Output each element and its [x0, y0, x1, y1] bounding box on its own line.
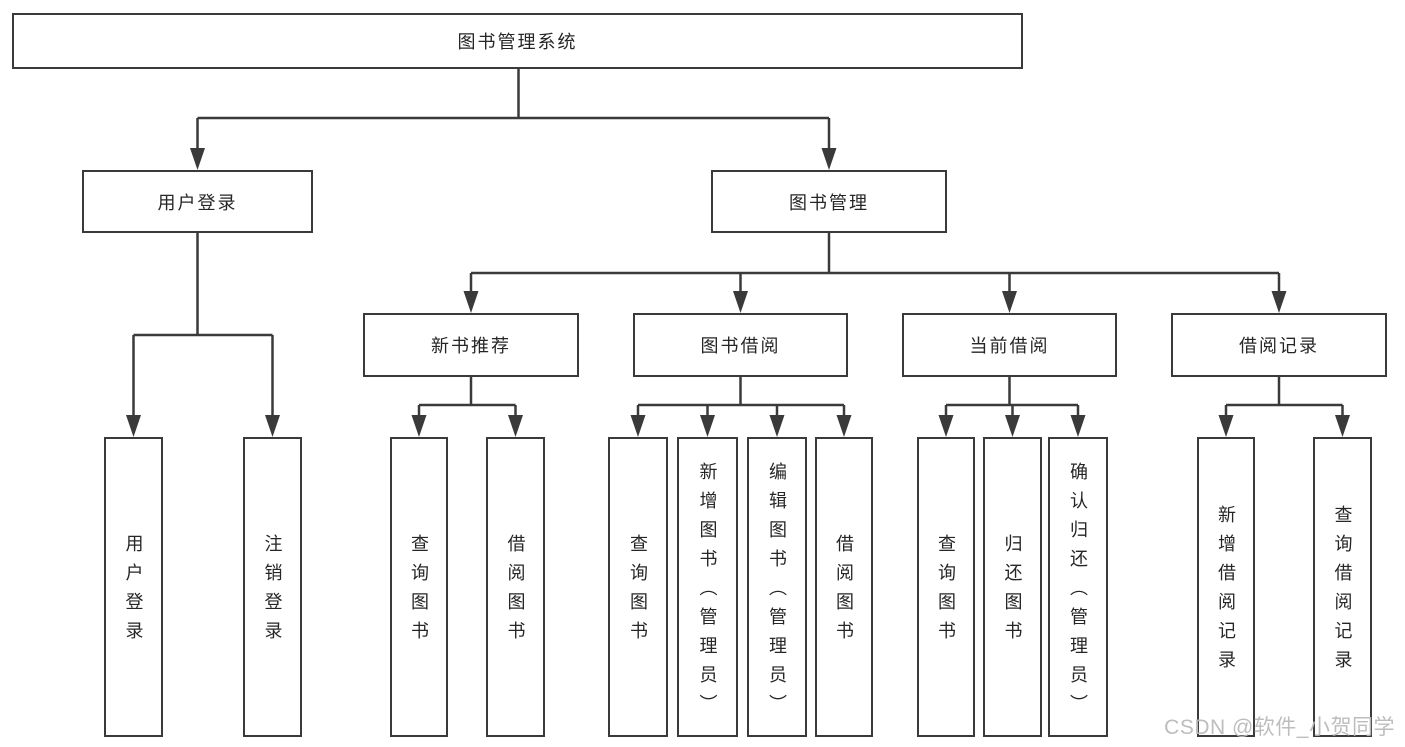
node-label: 新增图书（管理员） [697, 461, 718, 723]
node-label: 图书管理 [789, 192, 869, 213]
node-label: 查询图书 [936, 534, 956, 650]
node-book-borrowing: 图书借阅 [633, 313, 848, 377]
leaf-query-book-current: 查询图书 [917, 437, 975, 737]
node-label: 查询借阅记录 [1332, 505, 1353, 679]
node-label: 确认归还（管理员） [1068, 461, 1088, 723]
node-label: 用户登录 [123, 534, 144, 650]
leaf-logout: 注销登录 [243, 437, 302, 737]
leaf-query-book-borrowing: 查询图书 [608, 437, 668, 737]
node-label: 图书借阅 [700, 336, 781, 356]
arrowheads [126, 148, 1350, 437]
node-root-system: 图书管理系统 [12, 13, 1023, 69]
leaf-borrow-book-recommend: 借阅图书 [486, 437, 545, 737]
node-label: 查询图书 [628, 534, 648, 650]
leaf-user-login: 用户登录 [104, 437, 163, 737]
node-label: 新书推荐 [431, 336, 511, 356]
node-user-login: 用户登录 [82, 170, 313, 233]
node-label: 注销登录 [262, 534, 283, 650]
node-label: 查询图书 [409, 534, 429, 650]
leaf-add-borrow-record: 新增借阅记录 [1197, 437, 1255, 737]
node-label: 归还图书 [1002, 534, 1023, 650]
node-label: 借阅图书 [505, 534, 526, 650]
node-label: 借阅图书 [834, 534, 854, 650]
leaf-query-borrow-record: 查询借阅记录 [1313, 437, 1372, 737]
node-label: 图书管理系统 [457, 32, 578, 52]
leaf-confirm-return-admin: 确认归还（管理员） [1048, 437, 1108, 737]
node-label: 新增借阅记录 [1216, 505, 1236, 679]
node-label: 用户登录 [157, 192, 238, 213]
leaf-query-book-recommend: 查询图书 [390, 437, 448, 737]
node-borrowing-records: 借阅记录 [1171, 313, 1387, 377]
node-label: 借阅记录 [1239, 336, 1319, 356]
leaf-return-book: 归还图书 [983, 437, 1042, 737]
leaf-borrow-book-borrowing: 借阅图书 [815, 437, 873, 737]
leaf-edit-book-admin: 编辑图书（管理员） [747, 437, 807, 737]
leaf-add-book-admin: 新增图书（管理员） [677, 437, 738, 737]
node-label: 编辑图书（管理员） [767, 461, 787, 723]
node-current-borrowing: 当前借阅 [902, 313, 1117, 377]
node-new-book-recommend: 新书推荐 [363, 313, 579, 377]
node-label: 当前借阅 [969, 336, 1050, 356]
node-book-management: 图书管理 [711, 170, 947, 233]
csdn-watermark: CSDN @软件_小贺同学 [1164, 716, 1395, 739]
